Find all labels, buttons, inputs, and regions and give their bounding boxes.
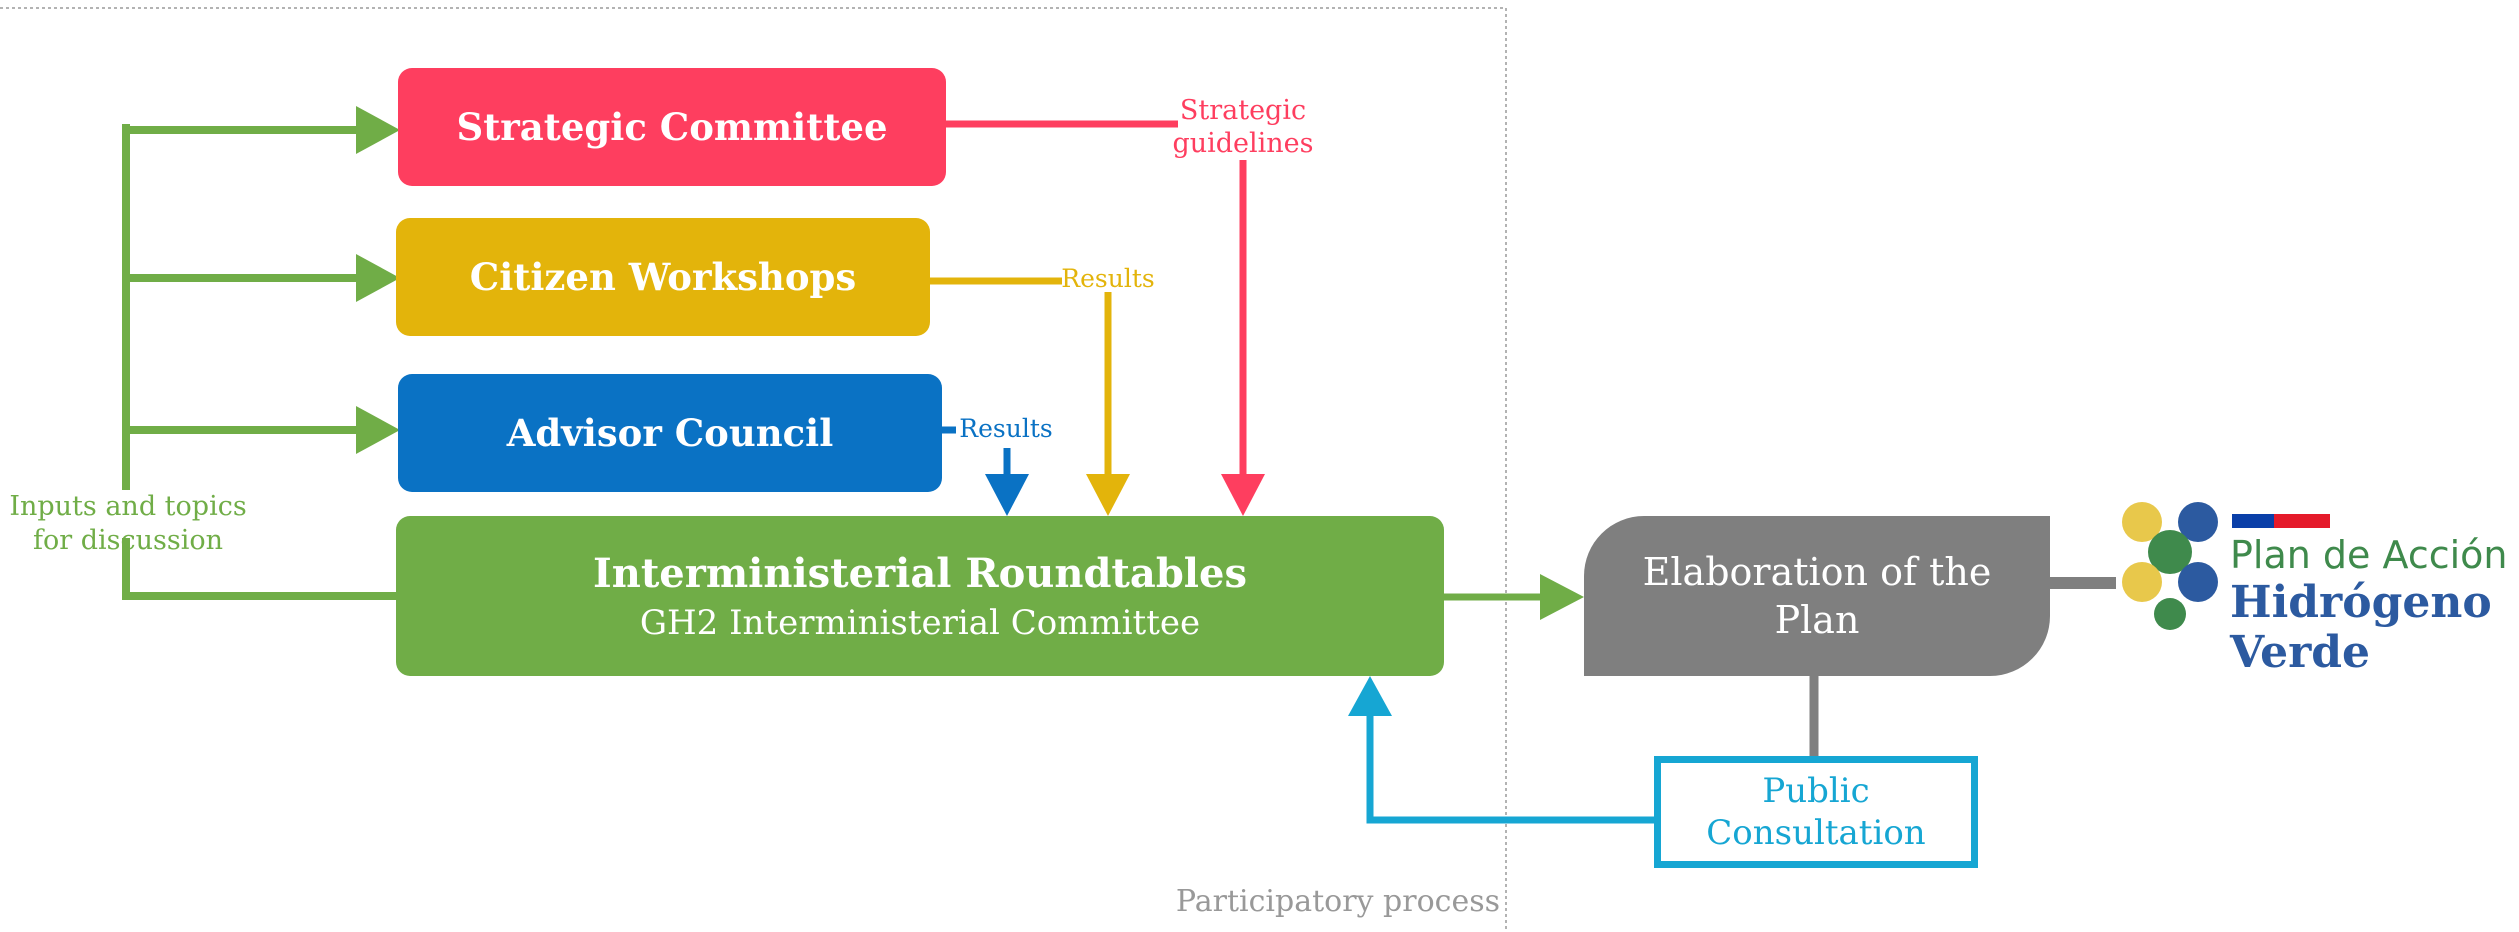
- inputs-topics-line1: Inputs and topics: [9, 491, 247, 522]
- logo-flag: [2232, 514, 2330, 528]
- logo-flag-blue: [2232, 514, 2274, 528]
- strategic-guidelines-line: [946, 120, 1247, 478]
- public-consultation-box: Public Consultation: [1654, 756, 1978, 868]
- consultation-feedback-arrowhead: [1348, 676, 1392, 716]
- strategic-guidelines-arrowhead: [1221, 474, 1265, 516]
- citizen-workshops-box: Citizen Workshops: [396, 218, 930, 336]
- citizen-results-line: [930, 277, 1112, 478]
- inputs-topics-line2: for discussion: [32, 525, 223, 556]
- to-elaboration-arrowhead: [1540, 574, 1584, 620]
- logo-line2: Hidrógeno: [2230, 577, 2492, 628]
- molecule-dots: [2122, 502, 2218, 630]
- participatory-process-label: Participatory process: [1175, 884, 1500, 919]
- advisor-results-arrowhead: [985, 474, 1029, 516]
- inputs-bracket: [122, 124, 398, 600]
- elaboration-line2: Plan: [1774, 598, 1860, 642]
- public-consultation-line2: Consultation: [1706, 813, 1926, 853]
- interministerial-roundtables-box: Interministerial Roundtables GH2 Intermi…: [396, 516, 1444, 676]
- public-consultation-line1: Public: [1762, 771, 1870, 811]
- advisor-results-line: [940, 426, 1011, 478]
- citizen-results-label: Results: [1061, 264, 1155, 293]
- strategic-guidelines-label: Strategic guidelines: [1150, 94, 1336, 160]
- strategic-committee-box: Strategic Committee: [398, 68, 946, 186]
- consultation-feedback-line: [1366, 712, 1654, 824]
- logo-text: Plan de Acción Hidrógeno Verde: [2230, 532, 2519, 678]
- citizen-workshops-label: Citizen Workshops: [469, 255, 857, 299]
- logo-line1: Plan de Acción: [2230, 533, 2508, 577]
- plan-hidrogeno-verde-logo: Plan de Acción Hidrógeno Verde: [2110, 490, 2519, 690]
- elaboration-box: Elaboration of the Plan: [1584, 516, 2050, 676]
- strategic-guidelines-line2: guidelines: [1172, 128, 1314, 159]
- inputs-arrowheads: [356, 106, 400, 454]
- interministerial-subtitle: GH2 Interministerial Committee: [639, 602, 1201, 643]
- interministerial-title: Interministerial Roundtables: [593, 549, 1247, 597]
- advisor-council-box: Advisor Council: [398, 374, 942, 492]
- elaboration-line1: Elaboration of the: [1642, 550, 1992, 594]
- strategic-committee-label: Strategic Committee: [456, 105, 888, 149]
- inputs-topics-label: Inputs and topics for discussion: [0, 490, 256, 558]
- advisor-council-label: Advisor Council: [506, 411, 834, 455]
- citizen-results-arrowhead: [1086, 474, 1130, 516]
- advisor-results-label: Results: [959, 414, 1053, 443]
- logo-flag-red: [2274, 514, 2330, 528]
- strategic-guidelines-line1: Strategic: [1179, 95, 1307, 126]
- logo-line3: Verde: [2230, 627, 2371, 678]
- molecule-icon: [2122, 502, 2218, 630]
- participatory-border: [0, 7, 1507, 932]
